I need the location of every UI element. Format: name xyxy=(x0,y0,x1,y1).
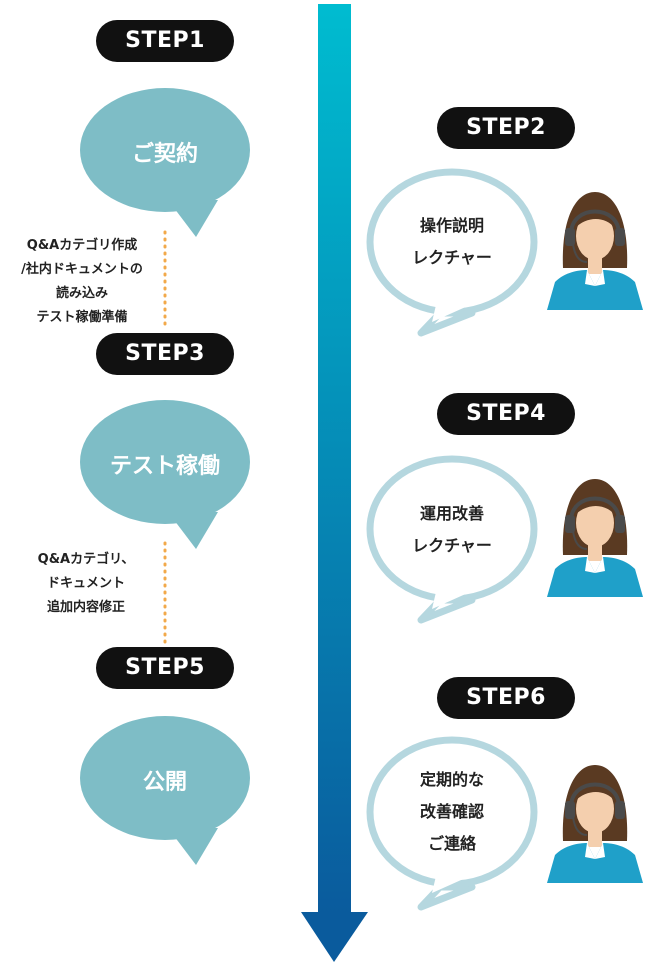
note2-line-1: Q&Aカテゴリ、 xyxy=(37,552,135,567)
step3-label: STEP3 xyxy=(96,333,234,375)
note1-line-3: 読み込み xyxy=(55,286,108,301)
step1-label: STEP1 xyxy=(96,20,234,62)
bubble-step2 xyxy=(366,168,538,337)
timeline-arrow xyxy=(301,4,368,962)
bubble-step1 xyxy=(80,88,250,237)
note1-line-2: /社内ドキュメントの xyxy=(21,262,143,277)
bubble-step4 xyxy=(366,455,538,624)
step2-bubble-text: 操作説明 レクチャー xyxy=(367,210,537,274)
step6-line-1: 定期的な xyxy=(419,770,484,789)
step6-label: STEP6 xyxy=(437,677,575,719)
note-step1-to-step3: Q&Aカテゴリ作成 /社内ドキュメントの 読み込み テスト稼働準備 xyxy=(2,234,162,330)
step2-line-2: レクチャー xyxy=(412,248,492,267)
operator-avatar-step4 xyxy=(547,479,643,597)
step5-label: STEP5 xyxy=(96,647,234,689)
step6-line-2: 改善確認 xyxy=(419,802,484,821)
note1-line-4: テスト稼働準備 xyxy=(36,310,128,325)
note2-line-2: ドキュメント xyxy=(46,576,125,591)
operator-avatar-step6 xyxy=(547,765,643,883)
bubble-step3 xyxy=(80,400,250,549)
step4-bubble-text: 運用改善 レクチャー xyxy=(367,498,537,562)
step4-label: STEP4 xyxy=(437,393,575,435)
operator-avatar-step2 xyxy=(547,192,643,310)
step3-bubble-text: テスト稼働 xyxy=(109,454,220,479)
note-step3-to-step5: Q&Aカテゴリ、 ドキュメント 追加内容修正 xyxy=(6,548,166,620)
step4-line-1: 運用改善 xyxy=(419,504,484,523)
step6-line-3: ご連絡 xyxy=(427,834,476,853)
step4-line-2: レクチャー xyxy=(412,536,492,555)
bubble-step6 xyxy=(366,736,538,911)
note2-line-3: 追加内容修正 xyxy=(46,600,125,615)
step2-line-1: 操作説明 xyxy=(419,216,484,235)
step2-label: STEP2 xyxy=(437,107,575,149)
note1-line-1: Q&Aカテゴリ作成 xyxy=(26,238,138,253)
step1-bubble-text: ご契約 xyxy=(131,142,198,167)
bubble-step5 xyxy=(80,716,250,865)
step6-bubble-text: 定期的な 改善確認 ご連絡 xyxy=(367,764,537,860)
step5-bubble-text: 公開 xyxy=(142,770,187,795)
